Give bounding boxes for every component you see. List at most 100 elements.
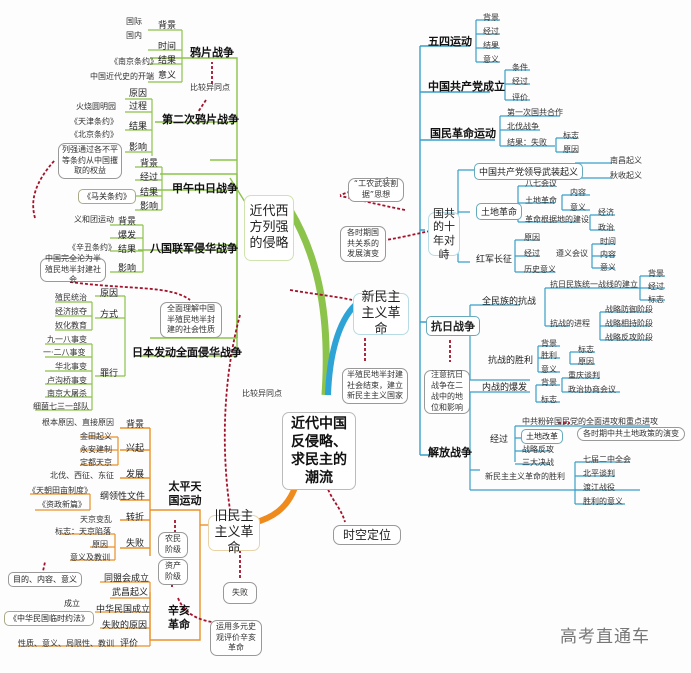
leaf: 战略相持阶段 — [605, 319, 653, 328]
war-opium-1[interactable]: 鸦片战争 — [190, 46, 234, 59]
leaf: 内容 — [570, 188, 586, 197]
leaf: 国内 — [126, 31, 142, 40]
leaf: 奴化教育 — [55, 321, 87, 330]
time-space-node[interactable]: 时空定位 — [333, 525, 401, 545]
old-democratic-label: 旧民主主义革命 — [214, 508, 254, 557]
leaf: 南昌起义 — [610, 156, 642, 165]
note-relation-text: 各时期国共关系的发展演变 — [347, 227, 379, 259]
leaf: 《天朝田亩制度》 — [28, 486, 92, 495]
liberation-war-node[interactable]: 解放战争 — [428, 446, 472, 459]
note-treaties-text: 列强通过各不平等条约从中国攫取的权益 — [62, 144, 118, 176]
leaf: 中共粉碎国民党的全面进攻和重点进攻 — [522, 417, 658, 426]
leaf: 标志 — [541, 395, 557, 404]
note-antijapan-text: 注意抗日战争在二战中的地位和影响 — [431, 370, 463, 412]
uprising-node[interactable]: 中国共产党领导武装起义 — [474, 163, 584, 180]
leaf-land-reform: 土地改革 — [521, 429, 563, 444]
jp-item: 罪行 — [100, 369, 119, 379]
leaf: 北平谈判 — [583, 469, 615, 478]
may4-node[interactable]: 五四运动 — [428, 35, 472, 48]
xh-item: 武昌起义 — [112, 588, 149, 598]
xinhai-node[interactable]: 辛亥革命 — [168, 604, 190, 632]
center-topic: 近代中国反侵略、求民主的潮流 — [282, 412, 356, 490]
leaf-provisional-constitution: 《中华民国临时约法》 — [4, 611, 94, 626]
war-japan-full[interactable]: 日本发动全面侵华战争 — [132, 346, 242, 359]
leaf: 《辛丑条约》 — [68, 243, 116, 252]
leaf: 《天津条约》 — [70, 117, 118, 126]
sj-item: 结果 — [140, 188, 159, 198]
decade-node[interactable]: 国共的十年对峙 — [428, 207, 460, 261]
trunk-green — [286, 208, 330, 396]
may4-item: 经过 — [483, 27, 499, 36]
leaf: 殖民统治 — [55, 293, 87, 302]
leaf: 遵义会议 — [556, 249, 588, 258]
may4-item: 结果 — [483, 41, 499, 50]
land-revolution-node[interactable]: 土地革命 — [476, 203, 523, 220]
leaf: 革命根据地的建设 — [525, 215, 589, 224]
jp-item: 原因 — [100, 289, 119, 299]
note-treaties: 列强通过各不平等条约从中国攫取的权益 — [58, 143, 122, 179]
leaf: 金田起义 — [80, 432, 112, 441]
en-item: 爆发 — [118, 231, 137, 241]
leaf: 战略防御阶段 — [605, 305, 653, 314]
leaf: 永安建制 — [80, 445, 112, 454]
national-revolution-node[interactable]: 国民革命运动 — [430, 127, 496, 140]
long-march-node[interactable]: 红军长征 — [476, 255, 513, 265]
leaf: 原因 — [524, 233, 540, 242]
taiping-node[interactable]: 太平天国运动 — [168, 480, 202, 508]
new-democratic-node[interactable]: 新民主主义革命 — [353, 290, 409, 337]
lw-item: 新民主主义革命的胜利 — [485, 472, 565, 481]
leaf: 政治 — [598, 223, 614, 232]
tp-item: 发展 — [126, 470, 145, 480]
en-item: 背景 — [118, 217, 137, 227]
nr-item: 北伐战争 — [507, 122, 539, 131]
en-item: 结果 — [118, 245, 137, 255]
opium1-item-bg: 背景 — [158, 21, 177, 31]
note-understand-text: 全面理解中国半殖民地半封建的社会性质 — [167, 303, 215, 335]
tp-item: 背景 — [126, 420, 145, 430]
time-space-label: 时空定位 — [342, 527, 391, 542]
evaluate-text: 运用多元史观评价辛亥革命 — [216, 621, 256, 653]
nr-item: 第一次国共合作 — [507, 108, 563, 117]
may4-item: 意义 — [483, 55, 499, 64]
aj-sub: 抗战的进程 — [550, 319, 590, 328]
anti-japan-node[interactable]: 抗日战争 — [426, 316, 480, 336]
xh-item: 同盟会成立 — [104, 574, 150, 584]
war-sino-japanese[interactable]: 甲午中日战争 — [172, 182, 238, 195]
lw-item: 内战的爆发 — [482, 383, 528, 393]
cpc-founding-node[interactable]: 中国共产党成立 — [428, 80, 505, 93]
leaf: 细菌七三一部队 — [33, 402, 89, 411]
note-new-end: 半殖民地半封建社会结束，建立新民主主义国家 — [342, 368, 408, 404]
compare-label-mid: 比较异同点 — [242, 389, 282, 398]
leaf: 一·二八事变 — [43, 348, 86, 357]
note-evaluate-xinhai: 运用多元史观评价辛亥革命 — [210, 620, 262, 656]
leaf: 天京变乱 — [80, 515, 112, 524]
leaf: 国际 — [126, 17, 142, 26]
opium2-item: 原因 — [129, 89, 148, 99]
aj-item: 全民族的抗战 — [482, 297, 537, 307]
note-land-policy: 各时期中共土地政策的演变 — [577, 427, 685, 441]
xh-item: 评价 — [120, 639, 139, 649]
leaf: 八七会议 — [525, 179, 557, 188]
leaf-purpose: 目的、内容、意义 — [8, 572, 82, 587]
old-democratic-node[interactable]: 旧民主主义革命 — [208, 509, 260, 556]
leaf: 土地革命 — [525, 196, 557, 205]
leaf: 义和团运动 — [74, 215, 114, 224]
leaf: 渡江战役 — [583, 483, 615, 492]
leaf: 定都天京 — [80, 458, 112, 467]
war-opium-2[interactable]: 第二次鸦片战争 — [162, 113, 239, 126]
west-invasion-node[interactable]: 近代西方列强的侵略 — [244, 195, 294, 261]
leaf: 意义 — [570, 203, 586, 212]
leaf: 意义 — [541, 365, 557, 374]
watermark: 高考直通车 — [560, 627, 650, 647]
cpc-item: 条件 — [512, 63, 528, 72]
leaf: 背景 — [541, 378, 557, 387]
war-eight-nation[interactable]: 八国联军侵华战争 — [150, 242, 238, 255]
opium1-item-result: 结果 — [158, 56, 177, 66]
leaf: 政治协商会议 — [568, 385, 616, 394]
leaf: 原因 — [578, 357, 594, 366]
note-anti-japan-status: 注意抗日战争在二战中的地位和影响 — [424, 370, 470, 414]
sj-item: 经过 — [140, 173, 159, 183]
en-item: 影响 — [118, 264, 137, 274]
sj-item: 影响 — [140, 202, 159, 212]
